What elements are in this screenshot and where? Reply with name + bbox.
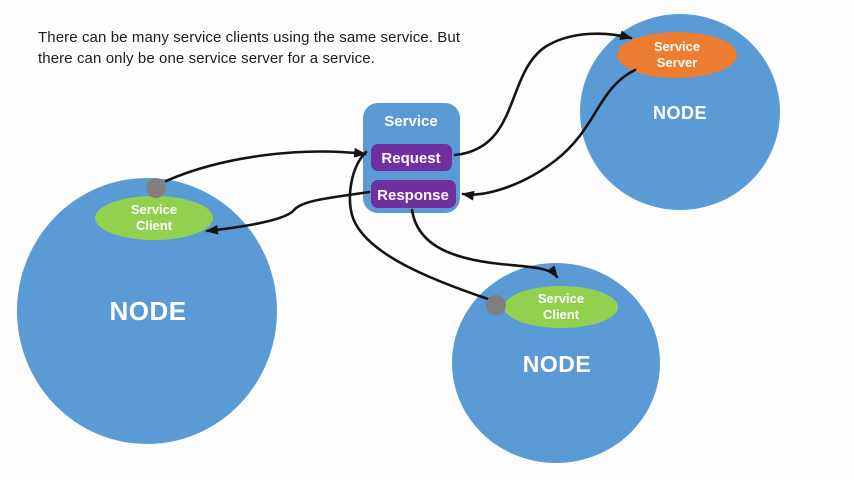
service-client-badge-left: [95, 196, 213, 240]
service-client-left-line1: Service: [131, 202, 177, 217]
connection-dot-left: [146, 178, 166, 198]
service-client-badge-bottom: [504, 286, 618, 328]
connector-bottom-client-to-request: [348, 150, 490, 301]
service-server-badge: [617, 32, 737, 78]
connector-response-to-left-client: [205, 190, 371, 235]
service-client-left-line2: Client: [136, 218, 173, 233]
service-box-title: Service: [384, 113, 437, 130]
node-circle-left: [17, 178, 277, 444]
caption: There can be many service clients using …: [38, 27, 460, 69]
response-box: [371, 180, 456, 208]
service-server-line1: Service: [654, 39, 700, 54]
connector-response-to-bottom-client: [410, 208, 559, 279]
node-label-bottom: NODE: [523, 351, 591, 377]
node-label-right: NODE: [653, 103, 707, 123]
connection-dot-bottom: [486, 295, 506, 315]
connector-left-client-to-request: [164, 147, 367, 183]
response-label: Response: [377, 187, 449, 204]
service-server-line2: Server: [657, 55, 697, 70]
request-label: Request: [381, 150, 440, 167]
service-client-bottom-line1: Service: [538, 291, 584, 306]
caption-line-2: there can only be one service server for…: [38, 50, 375, 67]
service-client-bottom-line2: Client: [543, 307, 580, 322]
connector-server-to-response: [461, 68, 637, 201]
caption-line-1: There can be many service clients using …: [38, 29, 461, 46]
request-box: [371, 144, 452, 171]
connector-request-to-server: [453, 30, 633, 157]
node-label-left: NODE: [109, 296, 186, 326]
